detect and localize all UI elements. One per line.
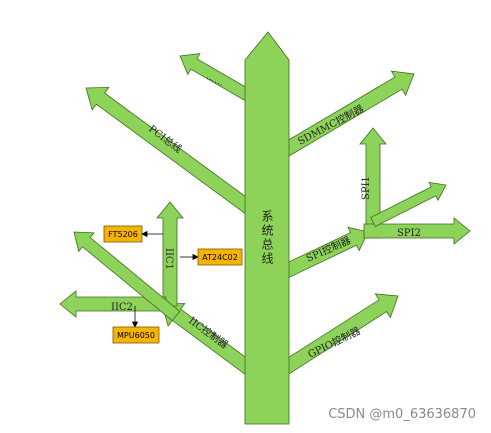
spi1-arrow [359, 127, 387, 239]
sdmmc-controller-label: SDMMC控制器 [295, 102, 366, 148]
device-connectors [131, 230, 199, 328]
at24c02-box [197, 248, 243, 266]
spi-controller-arrow [278, 226, 369, 280]
ft5206-box [103, 225, 143, 243]
watermark: CSDN @m0_63636870 [328, 407, 476, 422]
mpu6050-label: MPU6050 [117, 331, 155, 340]
iic1-label: IIC1 [163, 248, 174, 270]
system-bus-trunk [244, 31, 290, 425]
pci-bus-arrow [85, 86, 257, 217]
spi2-label: SPI2 [397, 228, 421, 239]
gpio-controller-arrow [277, 293, 399, 377]
iic-upper-branch-arrow [73, 231, 181, 322]
ft5206-label: FT5206 [108, 230, 138, 239]
iic2-arrow [59, 290, 167, 318]
mpu6050-box [112, 326, 160, 344]
dots-branch-arrow [179, 53, 260, 106]
spi-extra-branch-arrow [370, 181, 447, 228]
branch-arrows [59, 53, 471, 377]
spi1-label: SPI1 [361, 176, 372, 200]
iic1-arrow [156, 201, 184, 307]
system-bus-label: 系统总线 [260, 210, 274, 266]
iic2-label: IIC2 [111, 302, 133, 313]
at24c02-label: AT24C02 [202, 253, 238, 262]
sdmmc-controller-arrow [277, 70, 415, 159]
